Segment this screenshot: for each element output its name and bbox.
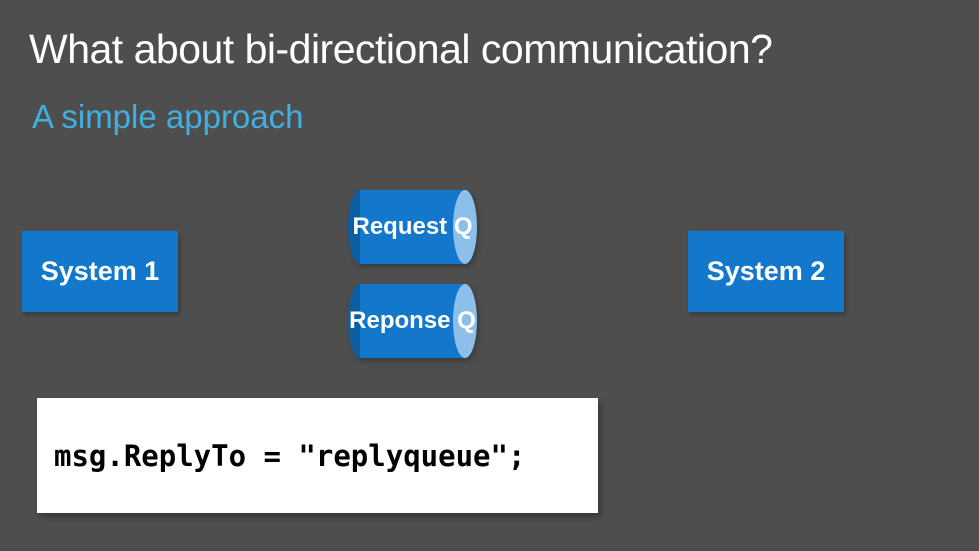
system2-label: System 2 [706,256,826,286]
request-queue-label: Request Q [352,213,473,240]
slide-subtitle: A simple approach [32,98,304,135]
code-snippet-panel: msg.ReplyTo = "replyqueue"; [37,398,598,513]
code-snippet-text: msg.ReplyTo = "replyqueue"; [54,438,526,473]
system1-box: System 1 [22,231,178,312]
cylinder-body [360,284,465,358]
response-queue-cylinder: Reponse Q [348,284,477,358]
system2-box: System 2 [688,231,844,312]
system1-label: System 1 [40,256,160,286]
cylinder-body [360,190,465,264]
cylinder-right-cap [453,190,477,264]
response-queue-label: Reponse Q [349,307,476,334]
slide-title: What about bi-directional communication? [29,26,773,72]
cylinder-right-cap [453,284,477,358]
request-queue-cylinder: Request Q [348,190,477,264]
